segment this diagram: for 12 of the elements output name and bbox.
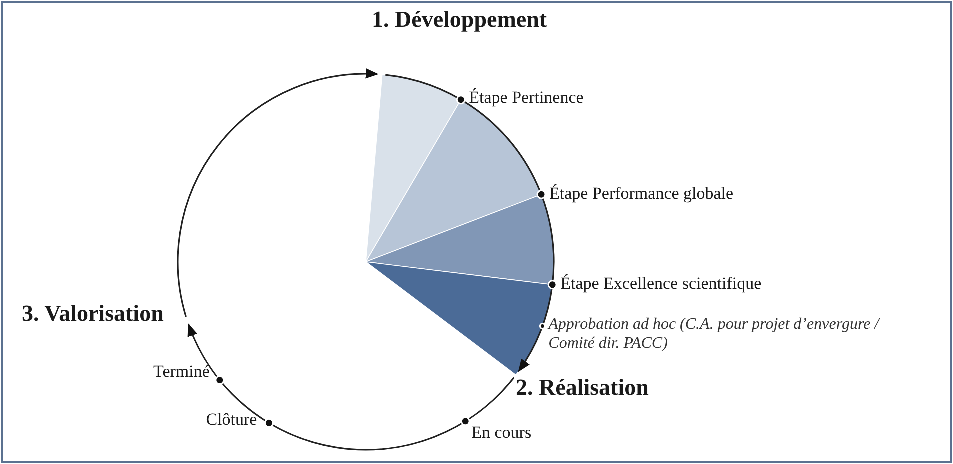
- milestone-label: En cours: [472, 423, 532, 444]
- approval-note: Approbation ad hoc (C.A. pour projet d’envergure / Comité dir. PACC): [548, 315, 882, 354]
- milestone-label: Étape Performance globale: [550, 184, 734, 204]
- phase-label: 2. Réalisation: [516, 374, 649, 402]
- milestone-label: Étape Pertinence: [469, 88, 584, 108]
- phase-label: 1. Développement: [372, 6, 548, 34]
- phase-label: 3. Valorisation: [22, 300, 164, 328]
- milestone-label: Étape Excellence scientifique: [560, 274, 762, 294]
- cycle-arrow: [177, 69, 379, 318]
- cycle-arrow: [188, 324, 515, 451]
- milestone-label: Clôture: [206, 410, 258, 431]
- milestone-label: Terminé: [154, 362, 210, 383]
